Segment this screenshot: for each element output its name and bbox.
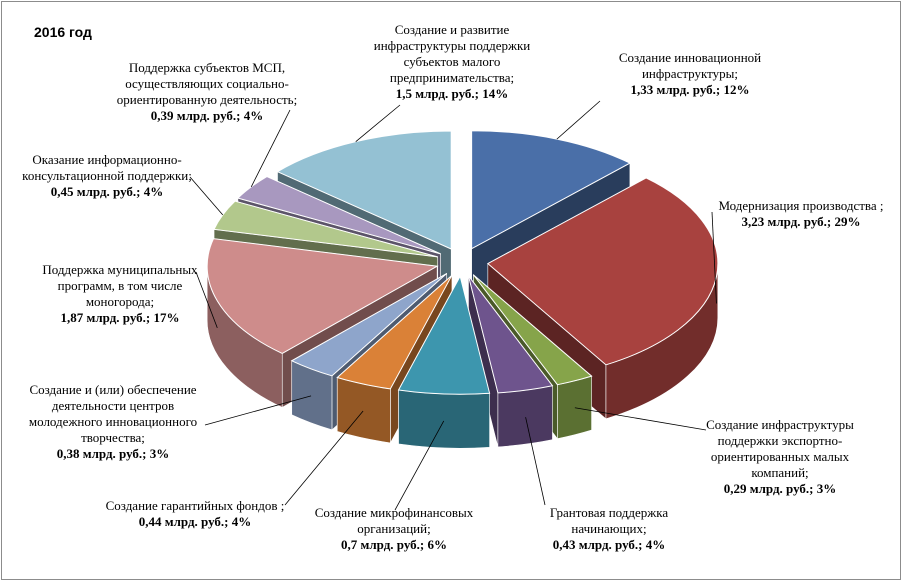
slice-label-7: Поддержка муниципальных программ, в том … (32, 262, 208, 326)
slice-name-8: Оказание информационно-консультационной … (22, 152, 192, 183)
slice-name-3: Грантовая поддержка начинающих; (549, 505, 669, 536)
slice-name-7: Поддержка муниципальных программ, в том … (42, 262, 198, 309)
slice-1 (486, 177, 719, 366)
slice-value-5: 0,44 млрд. руб.; 4% (138, 514, 252, 529)
slice-value-10: 1,5 млрд. руб.; 14% (395, 86, 509, 101)
slice-rim-4 (398, 389, 490, 449)
slice-3 (467, 275, 554, 394)
slice-8 (213, 200, 438, 258)
leader-line-2 (574, 407, 707, 431)
slice-label-8: Оказание информационно-консультационной … (14, 152, 200, 200)
slice-name-5: Создание гарантийных фондов ; (105, 498, 285, 513)
slice-label-6: Создание и (или) обеспечение деятельност… (22, 382, 204, 462)
slice-value-9: 0,39 млрд. руб.; 4% (150, 108, 264, 123)
slice-name-1: Модернизация производства ; (718, 198, 884, 213)
slice-rim-2 (557, 375, 592, 440)
slice-label-3: Грантовая поддержка начинающих; 0,43 млр… (540, 505, 678, 553)
slice-7 (206, 238, 439, 354)
slice-name-0: Создание инновационной инфраструктуры; (618, 50, 762, 81)
chart-title: 2016 год (34, 24, 92, 40)
slice-label-1: Модернизация производства ; 3,23 млрд. р… (716, 198, 886, 230)
slice-name-2: Создание инфраструктуры поддержки экспор… (706, 417, 854, 480)
leader-line-8 (189, 176, 224, 216)
leader-line-1 (711, 211, 717, 304)
slice-value-7: 1,87 млрд. руб.; 17% (60, 310, 180, 325)
slice-value-6: 0,38 млрд. руб.; 3% (56, 446, 170, 461)
slice-6 (290, 273, 448, 377)
slice-value-0: 1,33 млрд. руб.; 12% (630, 82, 750, 97)
leader-line-7 (195, 271, 218, 329)
slice-label-10: Создание и развитие инфраструктуры подде… (362, 22, 542, 102)
slice-value-2: 0,29 млрд. руб.; 3% (723, 481, 837, 496)
slice-2 (473, 274, 593, 386)
slice-label-4: Создание микрофинансовых организаций; 0,… (306, 505, 482, 553)
leader-line-6 (204, 395, 312, 426)
slice-name-9: Поддержка субъектов МСП, осуществляющих … (116, 60, 298, 107)
slice-label-5: Создание гарантийных фондов ; 0,44 млрд.… (98, 498, 292, 530)
slice-name-4: Создание микрофинансовых организаций; (314, 505, 474, 536)
slice-4 (397, 274, 491, 395)
slice-rim-3 (497, 385, 553, 448)
leader-line-4 (394, 420, 445, 511)
slice-value-8: 0,45 млрд. руб.; 4% (50, 184, 164, 199)
leader-line-0 (556, 100, 601, 140)
leader-line-10 (355, 104, 401, 142)
slice-5 (336, 274, 453, 390)
slice-10 (276, 130, 452, 250)
slice-name-6: Создание и (или) обеспечение деятельност… (28, 382, 198, 445)
slice-name-10: Создание и развитие инфраструктуры подде… (373, 22, 531, 85)
slice-value-4: 0,7 млрд. руб.; 6% (341, 537, 447, 552)
slice-label-2: Создание инфраструктуры поддержки экспор… (698, 417, 862, 497)
leader-line-3 (525, 417, 546, 506)
slice-value-1: 3,23 млрд. руб.; 29% (741, 214, 861, 229)
leader-line-5 (284, 410, 364, 506)
slice-label-0: Создание инновационной инфраструктуры; 1… (606, 50, 774, 98)
slice-label-9: Поддержка субъектов МСП, осуществляющих … (114, 60, 300, 124)
slice-value-3: 0,43 млрд. руб.; 4% (552, 537, 666, 552)
leader-line-9 (250, 109, 291, 188)
